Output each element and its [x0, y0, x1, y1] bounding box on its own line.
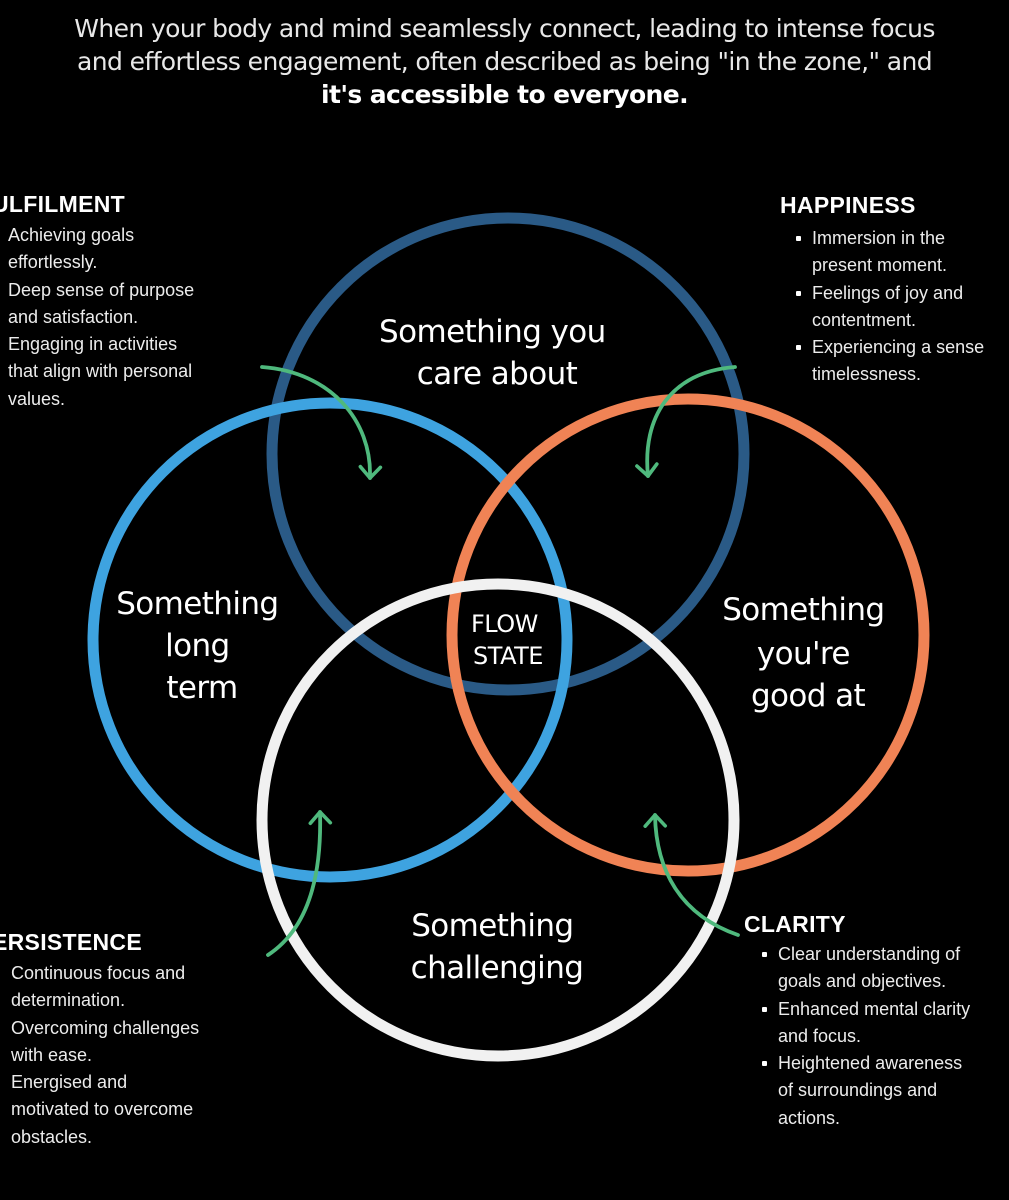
- panel-fulfilment-line: that align with personal: [8, 361, 193, 382]
- panel-persistence-line: motivated to overcome: [11, 1099, 194, 1120]
- panel-clarity: CLARITY Clear understanding of goals and…: [744, 910, 970, 1132]
- panel-persistence: ERSISTENCE Continuous focus and determin…: [0, 928, 199, 1151]
- panel-clarity-line: actions.: [778, 1107, 841, 1128]
- panel-persistence-line: Overcoming challenges: [11, 1017, 200, 1038]
- label-care-about: Something you care about: [379, 314, 615, 392]
- label-good-at: Something you're good at: [722, 592, 894, 714]
- panel-persistence-line: with ease.: [11, 1044, 93, 1065]
- panel-persistence-title: ERSISTENCE: [0, 929, 142, 955]
- panel-fulfilment-line: Deep sense of purpose: [8, 279, 195, 300]
- circle-bottom: [256, 578, 740, 1062]
- intro-line-2: and effortless engagement, often describ…: [77, 47, 933, 76]
- panel-happiness-line: Feelings of joy and: [788, 280, 984, 307]
- arrow-top-right: [635, 365, 737, 478]
- panel-clarity-line: Enhanced mental clarity: [754, 996, 970, 1023]
- intro-text: When your body and mind seamlessly conne…: [20, 12, 989, 111]
- panel-fulfilment-line: values.: [8, 388, 66, 409]
- circle-left: [87, 397, 573, 883]
- panel-happiness: HAPPINESS Immersion in the present momen…: [780, 191, 984, 389]
- label-long-term: Something long term: [116, 586, 288, 706]
- panel-clarity-line: Heightened awareness: [754, 1050, 970, 1077]
- arrow-top-left: [260, 365, 383, 480]
- panel-persistence-line: determination.: [11, 990, 126, 1011]
- panel-happiness-title: HAPPINESS: [780, 192, 916, 218]
- panel-clarity-line: of surroundings and: [778, 1080, 938, 1101]
- panel-happiness-line: present moment.: [812, 255, 948, 276]
- panel-happiness-line: Immersion in the: [788, 225, 984, 252]
- intro-line-3: it's accessible to everyone.: [321, 80, 689, 109]
- panel-persistence-line: Energised and: [11, 1072, 128, 1093]
- arrow-bottom-left: [266, 810, 333, 957]
- panel-fulfilment-line: and satisfaction.: [8, 306, 139, 327]
- panel-clarity-line: Clear understanding of: [754, 941, 970, 968]
- circle-top: [266, 212, 750, 696]
- panel-fulfilment-line: Engaging in activities: [8, 334, 178, 355]
- panel-persistence-line: Continuous focus and: [11, 963, 186, 983]
- panel-fulfilment-line: Achieving goals: [8, 225, 135, 245]
- label-challenging: Something challenging: [411, 908, 584, 986]
- panel-clarity-line: goals and objectives.: [778, 971, 947, 992]
- panel-happiness-line: timelessness.: [812, 364, 922, 385]
- arrow-bottom-right: [643, 813, 740, 937]
- intro-line-1: When your body and mind seamlessly conne…: [74, 14, 935, 43]
- panel-clarity-title: CLARITY: [744, 911, 846, 937]
- circle-right: [446, 393, 930, 877]
- panel-happiness-line: contentment.: [812, 309, 917, 330]
- label-flow-state: FLOW STATE: [471, 610, 545, 670]
- panel-clarity-line: and focus.: [778, 1025, 862, 1046]
- panel-fulfilment-title: ULFILMENT: [0, 191, 126, 217]
- panel-persistence-line: obstacles.: [11, 1126, 93, 1147]
- panel-fulfilment-line: effortlessly.: [8, 252, 98, 273]
- panel-fulfilment: ULFILMENT Achieving goals effortlessly. …: [0, 190, 194, 413]
- panel-happiness-line: Experiencing a sense: [788, 334, 984, 361]
